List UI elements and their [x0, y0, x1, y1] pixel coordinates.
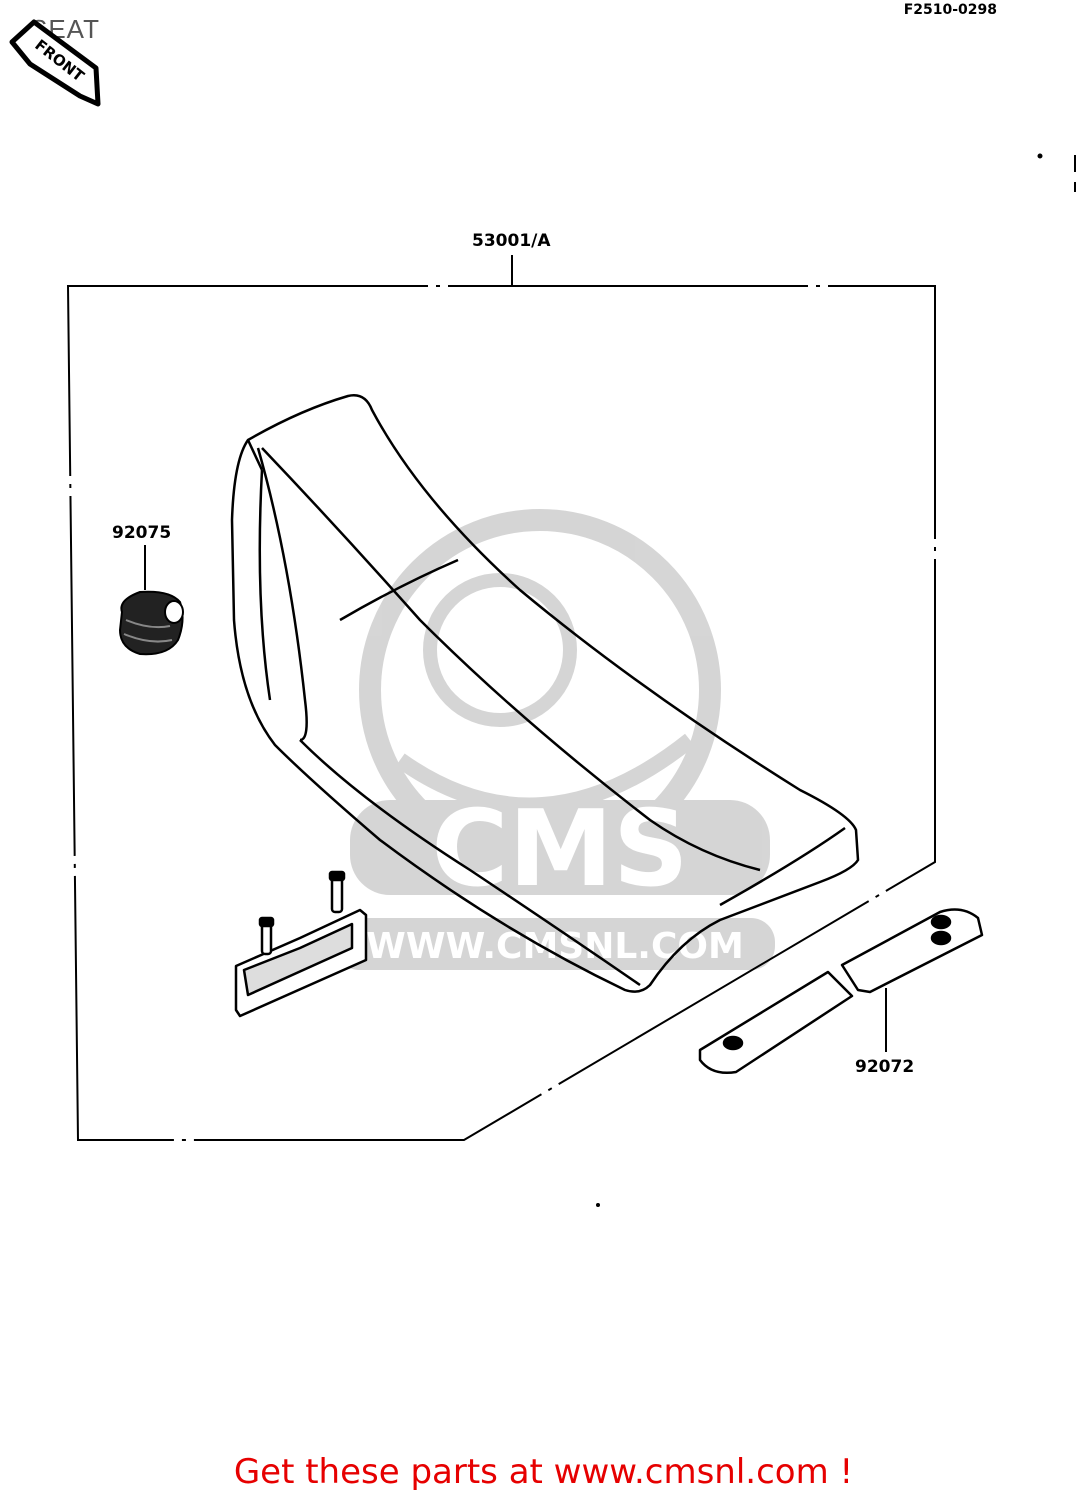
scan-marks [1037, 153, 1076, 192]
front-arrow-icon: FRONT [9, 19, 101, 107]
seat [230, 394, 860, 993]
footer-link[interactable]: Get these parts at www.cmsnl.com ! [233, 1452, 854, 1492]
cms-watermark: CMS WWW.CMSNL.COM [335, 509, 775, 970]
callout-53001: 53001/A [472, 231, 551, 251]
scan-dot [596, 1203, 600, 1207]
watermark-url: WWW.CMSNL.COM [366, 926, 744, 967]
seat-bracket [234, 870, 368, 1018]
callout-92072: 92072 [855, 1057, 914, 1077]
watermark-brand: CMS [431, 788, 688, 910]
assembly-outline [66, 285, 936, 1141]
figure-code: F2510-0298 [903, 2, 997, 18]
grommet-icon [118, 590, 184, 656]
seat-strap [698, 908, 984, 1074]
callout-92075: 92075 [112, 523, 171, 543]
